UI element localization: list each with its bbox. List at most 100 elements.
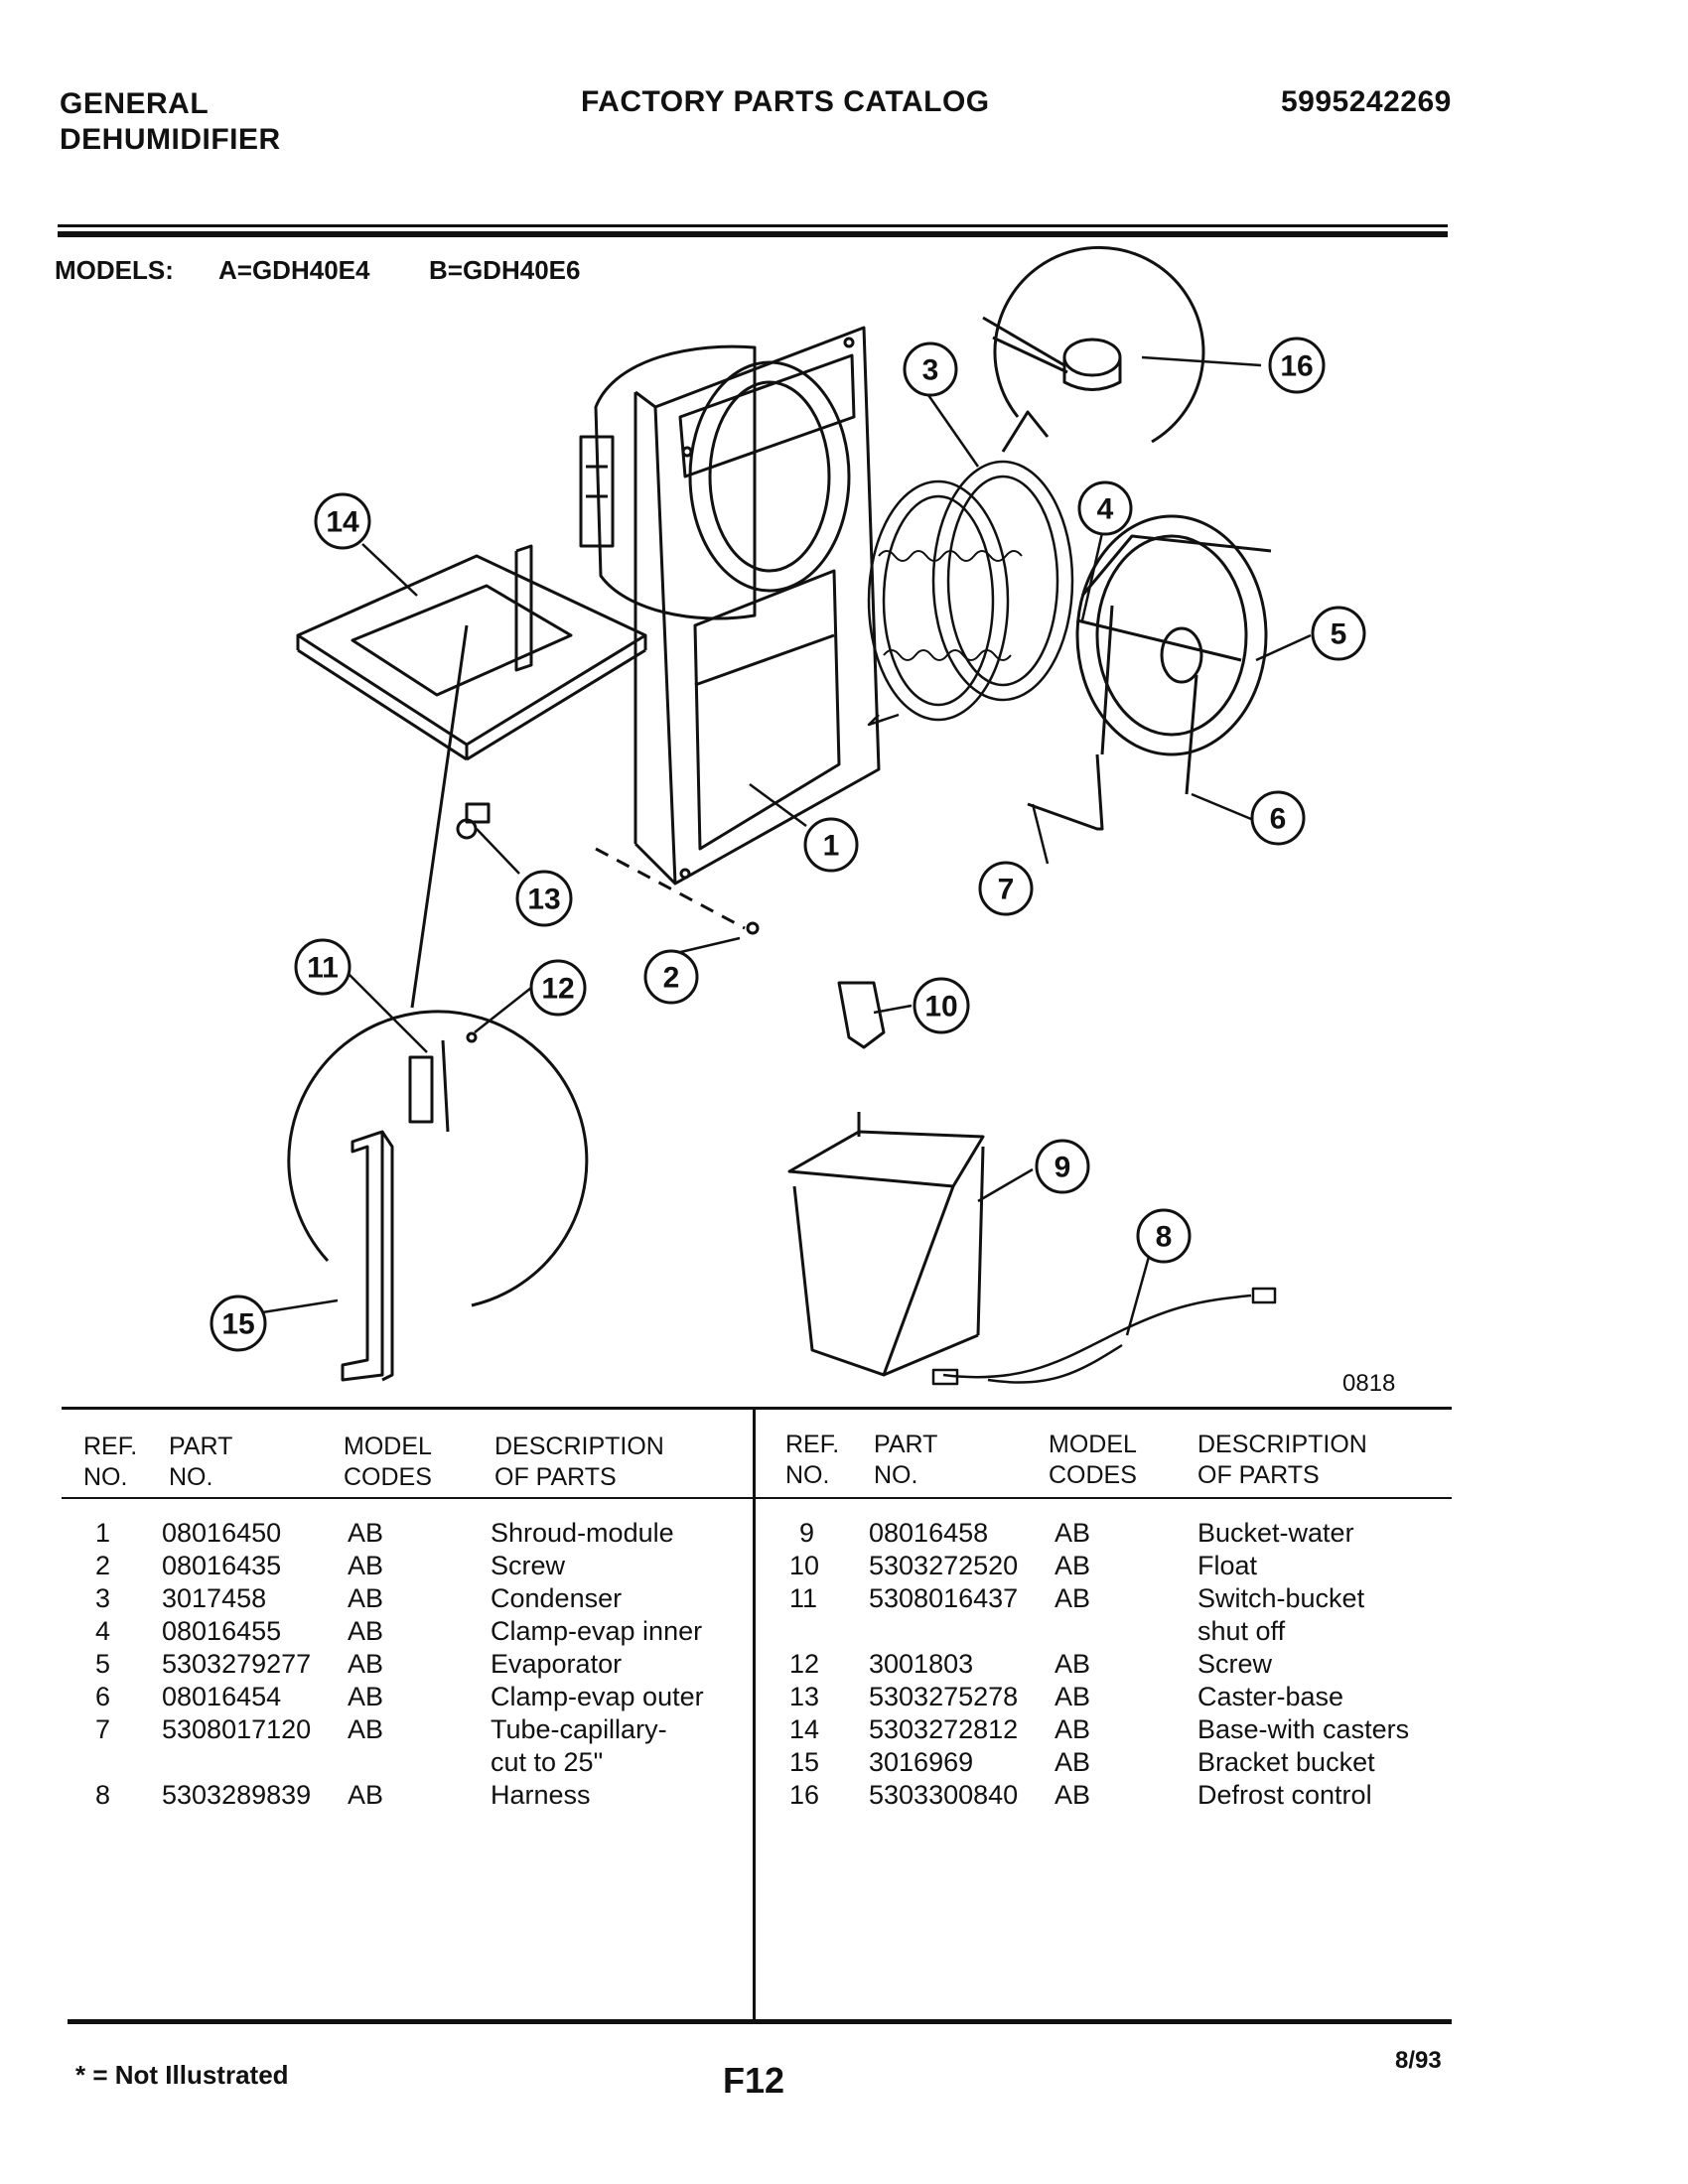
table-header-rule	[62, 1497, 1452, 1499]
ref-no: 15	[789, 1747, 820, 1777]
ref-no: 11	[789, 1583, 818, 1613]
blower-housing	[579, 344, 757, 620]
svg-text:10: 10	[924, 991, 957, 1024]
model-codes: AB	[1055, 1682, 1091, 1711]
part-no: 3001803	[869, 1649, 974, 1679]
ref-no: 10	[789, 1551, 820, 1580]
part-no: 3016969	[869, 1747, 974, 1777]
svg-text:12: 12	[541, 973, 574, 1006]
ref-no: 8	[95, 1780, 111, 1810]
base-with-casters	[296, 544, 647, 761]
svg-text:11: 11	[307, 952, 339, 985]
header-ref-no-right: REF.NO.	[785, 1431, 840, 1489]
description: Clamp-evap outer	[491, 1682, 704, 1711]
callout-4: 4	[1077, 480, 1133, 536]
callout-9: 9	[1035, 1139, 1090, 1194]
description: Clamp-evap inner	[491, 1616, 703, 1646]
svg-text:9: 9	[1055, 1152, 1071, 1184]
part-no: 08016450	[162, 1518, 282, 1548]
svg-text:16: 16	[1280, 350, 1313, 383]
catalog-number: 5995242269	[1281, 85, 1452, 118]
callout-8: 8	[1136, 1208, 1192, 1264]
water-bucket	[787, 1112, 985, 1377]
part-no: 5303289839	[162, 1780, 312, 1810]
callout-11: 11	[294, 938, 352, 996]
brand-line-1: GENERAL	[60, 87, 210, 120]
model-b: B=GDH40E6	[429, 255, 581, 285]
leader-lines	[242, 355, 1312, 1336]
description: Float	[1197, 1551, 1258, 1580]
ref-no: 13	[789, 1682, 820, 1711]
ref-no: 1	[95, 1518, 111, 1548]
callout-1: 1	[803, 817, 859, 873]
header-rule-thick	[58, 231, 1448, 237]
svg-text:3: 3	[922, 354, 939, 387]
callout-6: 6	[1250, 790, 1306, 846]
svg-text:1: 1	[823, 830, 840, 863]
callout-10: 10	[913, 977, 970, 1034]
description: Tube-capillary-	[491, 1714, 667, 1744]
ref-no: 7	[95, 1714, 111, 1744]
part-no: 5308016437	[869, 1583, 1019, 1613]
page-title: FACTORY PARTS CATALOG	[581, 85, 990, 118]
model-codes: AB	[1055, 1583, 1091, 1613]
description: Switch-bucket	[1197, 1583, 1365, 1613]
defrost-control-detail	[982, 245, 1205, 453]
svg-text:2: 2	[663, 962, 680, 995]
bracket-bucket	[341, 1130, 394, 1382]
revision-date: 8/93	[1395, 2047, 1442, 2074]
ref-no: 12	[789, 1649, 820, 1679]
description: Defrost control	[1197, 1780, 1372, 1810]
model-codes: AB	[1055, 1649, 1091, 1679]
screw	[595, 847, 760, 935]
svg-text:13: 13	[527, 884, 560, 916]
page-number: F12	[723, 2060, 785, 2101]
callout-13: 13	[515, 870, 573, 927]
ref-no: 4	[95, 1616, 111, 1646]
description: Harness	[491, 1780, 591, 1810]
part-no: 5303272520	[869, 1551, 1019, 1580]
evaporator-assembly	[1075, 514, 1272, 795]
svg-text:8: 8	[1156, 1221, 1173, 1254]
condenser-coil	[867, 460, 1074, 727]
ref-no: 9	[799, 1518, 815, 1548]
svg-text:7: 7	[998, 874, 1015, 906]
model-codes: AB	[348, 1583, 384, 1613]
model-codes: AB	[348, 1714, 384, 1744]
brand-line-2: DEHUMIDIFIER	[60, 123, 281, 156]
model-codes: AB	[1055, 1747, 1091, 1777]
ref-no: 3	[95, 1583, 111, 1613]
description: Caster-base	[1197, 1682, 1344, 1711]
part-no: 08016458	[869, 1518, 989, 1548]
switch-detail-view	[287, 624, 589, 1307]
model-codes: AB	[348, 1682, 384, 1711]
table-center-divider	[753, 1407, 756, 2022]
svg-text:6: 6	[1270, 803, 1287, 836]
description: Condenser	[491, 1583, 623, 1613]
description: Shroud-module	[491, 1518, 674, 1548]
ref-no: 2	[95, 1551, 111, 1580]
model-codes: AB	[1055, 1780, 1091, 1810]
svg-text:15: 15	[221, 1308, 254, 1341]
callout-2: 2	[643, 949, 699, 1005]
exploded-parts-diagram: 1 2 3 4 5 6 7 8 9 10 11 12 13 14 15 16	[210, 245, 1366, 1386]
description: Screw	[1197, 1649, 1273, 1679]
svg-text:4: 4	[1097, 493, 1114, 526]
footnote-not-illustrated: * = Not Illustrated	[75, 2060, 289, 2090]
ref-no: 6	[95, 1682, 111, 1711]
ref-no: 5	[95, 1649, 111, 1679]
model-codes: AB	[1055, 1518, 1091, 1548]
table-bottom-rule	[68, 2019, 1452, 2024]
shroud-module	[633, 326, 881, 886]
part-no: 5303272812	[869, 1714, 1019, 1744]
ref-no: 14	[789, 1714, 820, 1744]
callout-12: 12	[529, 959, 587, 1017]
caster	[456, 802, 491, 840]
part-no: 08016455	[162, 1616, 282, 1646]
model-codes: AB	[348, 1616, 384, 1646]
callout-5: 5	[1311, 606, 1366, 661]
